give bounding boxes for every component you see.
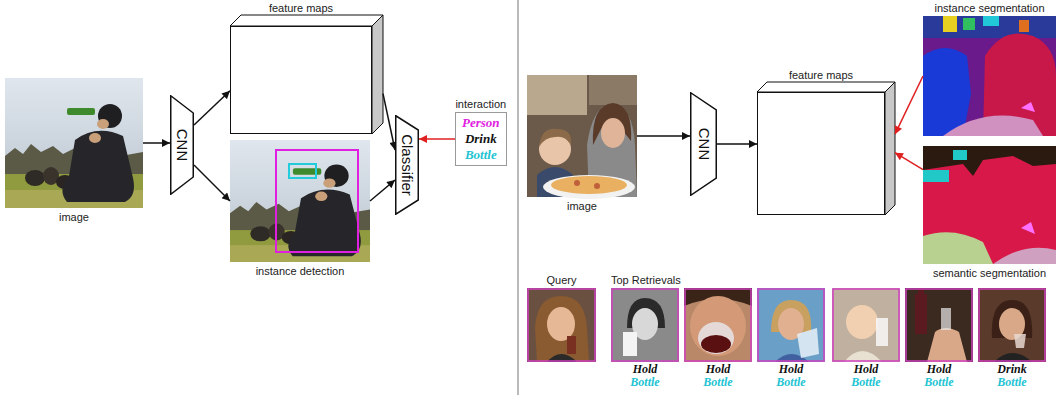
box-heading: interaction — [455, 98, 506, 110]
arrow-connector — [383, 94, 395, 150]
image-panel: DrinkBottle — [978, 288, 1046, 362]
feature-map-box: feature maps — [230, 26, 372, 134]
image-panel: semantic segmentation — [923, 146, 1056, 264]
image-panel: Query — [527, 288, 596, 362]
image-caption: instance detection — [256, 265, 345, 277]
retrieval-caption: HoldBottle — [776, 363, 805, 389]
image-caption: image — [567, 200, 597, 212]
interaction-term: Drink — [997, 363, 1026, 376]
interaction-term: Hold — [703, 363, 732, 376]
interaction-term: Bottle — [776, 376, 805, 389]
arrow-connector — [637, 135, 690, 137]
interaction-term: Bottle — [703, 376, 732, 389]
image-panel: HoldBottle — [905, 288, 973, 362]
interaction-term: Bottle — [997, 376, 1026, 389]
block-label: CNN — [696, 128, 712, 161]
feature-map-box: feature maps — [757, 92, 885, 215]
retrieval-caption: DrinkBottle — [997, 363, 1026, 389]
trapezoid-shape — [396, 116, 419, 215]
interaction-term: Hold — [630, 363, 659, 376]
image-panel: HoldBottle — [684, 288, 752, 362]
trapezoid-shape — [691, 93, 717, 196]
arrow-connector — [419, 138, 455, 140]
image-caption: instance segmentation — [934, 2, 1044, 14]
image-panel: HoldBottle — [611, 288, 679, 362]
arrow-connector — [370, 180, 395, 201]
interaction-term: Hold — [851, 363, 880, 376]
interaction-term: Bottle — [462, 147, 500, 163]
block-label: CNN — [174, 129, 190, 162]
interaction-term: Person — [462, 115, 500, 131]
box-heading: feature maps — [269, 2, 333, 14]
network-block: CNN — [170, 95, 194, 195]
trapezoid-shape — [171, 96, 194, 195]
retrieval-caption: HoldBottle — [630, 363, 659, 389]
interaction-term: Hold — [924, 363, 953, 376]
arrow-connector — [194, 91, 230, 125]
arrow-connector — [717, 143, 757, 145]
block-label: Classifier — [399, 134, 415, 196]
network-block: CNN — [690, 92, 717, 196]
arrow-connector — [895, 153, 923, 170]
image-panel: HoldBottle — [832, 288, 900, 362]
arrow-connector — [143, 142, 170, 144]
image-panel: instance segmentation — [923, 16, 1056, 136]
interaction-term: Bottle — [851, 376, 880, 389]
box-heading: feature maps — [789, 69, 853, 81]
image-panel: image — [527, 75, 637, 197]
interaction-term: Bottle — [630, 376, 659, 389]
section-label: Top Retrievals — [611, 274, 681, 286]
image-caption: image — [59, 211, 89, 223]
image-panel: image — [5, 78, 143, 208]
retrieval-caption: HoldBottle — [851, 363, 880, 389]
network-block: Classifier — [395, 115, 419, 215]
interaction-term: Hold — [776, 363, 805, 376]
interaction-term: Bottle — [924, 376, 953, 389]
image-caption: Query — [547, 274, 577, 286]
interaction-box: interactionPersonDrinkBottle — [455, 112, 507, 166]
interaction-term: Drink — [462, 131, 500, 147]
arrow-connector — [895, 76, 923, 134]
image-caption: semantic segmentation — [933, 267, 1046, 279]
image-panel: HoldBottle — [757, 288, 825, 362]
arrow-connector — [194, 165, 230, 201]
retrieval-caption: HoldBottle — [924, 363, 953, 389]
retrieval-caption: HoldBottle — [703, 363, 732, 389]
image-panel: instance detection — [230, 140, 370, 262]
